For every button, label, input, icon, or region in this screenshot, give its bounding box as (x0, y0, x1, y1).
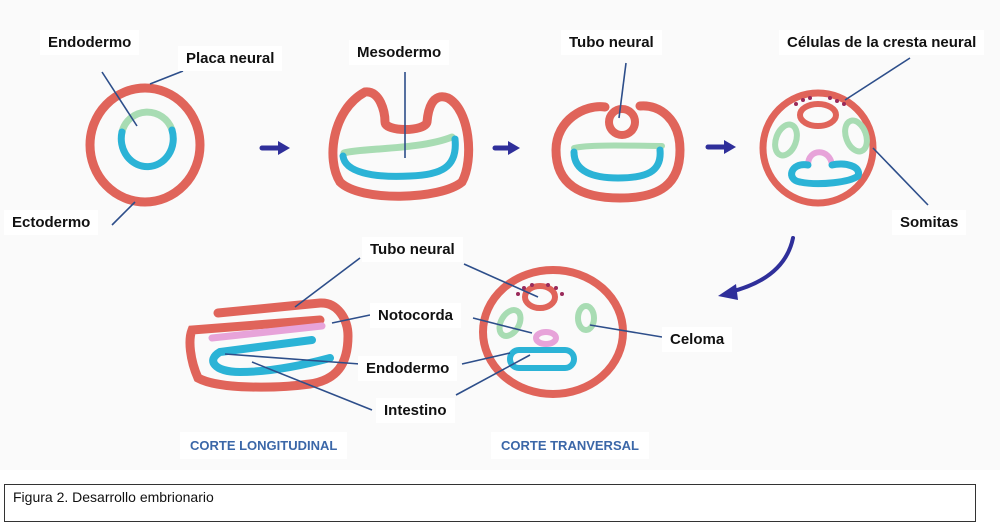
label-endodermo-bottom: Endodermo (358, 356, 458, 381)
label-celulas-cresta-neural: Células de la cresta neural (779, 30, 985, 55)
trans-endoderm (507, 347, 577, 371)
arrow-4 (728, 236, 795, 294)
long-notochord (208, 322, 326, 342)
embryo-diagram (85, 57, 929, 411)
section-title-longitudinal: CORTE LONGITUDINAL (180, 432, 348, 459)
leader-lines (101, 57, 929, 411)
stage1-ectoderm (85, 83, 205, 207)
label-tubo-neural-bottom: Tubo neural (362, 237, 463, 262)
long-endoderm (209, 336, 334, 377)
diagram-canvas: Endodermo Placa neural Ectodermo Mesoder… (4, 30, 985, 459)
label-mesodermo: Mesodermo (349, 40, 450, 65)
stage4-notochord (805, 149, 835, 168)
stage2-mesoderm (340, 133, 456, 157)
label-ectodermo: Ectodermo (4, 210, 99, 235)
trans-celoma-right (575, 303, 597, 333)
stage3-neural-tube (605, 105, 639, 139)
section-title-transversal: CORTE TRANVERSAL (491, 432, 649, 459)
trans-neural-tube (522, 283, 558, 311)
trans-celoma-left (496, 307, 524, 339)
stage2-endoderm (339, 135, 459, 180)
stage3-endoderm (570, 146, 664, 182)
stage1-endoderm (117, 126, 177, 171)
stage1-mesoderm (118, 108, 176, 136)
stage4-neural-crest (794, 96, 846, 106)
stage4-neural-tube (797, 101, 839, 129)
label-tubo-neural-top: Tubo neural (561, 30, 662, 55)
trans-ectoderm (479, 266, 627, 398)
trans-neural-crest (516, 283, 564, 296)
stage3-mesoderm (571, 142, 665, 151)
trans-notochord (533, 329, 559, 347)
label-notocorda: Notocorda (370, 303, 461, 328)
stage4-somite-right (842, 117, 870, 155)
stage4-somite-left (772, 121, 800, 159)
long-neural-tube (185, 298, 353, 392)
label-placa-neural: Placa neural (178, 46, 283, 71)
label-intestino: Intestino (376, 398, 455, 423)
stage3-ectoderm (551, 101, 685, 203)
figure-caption: Figura 2. Desarrollo embrionario (4, 484, 976, 522)
label-endodermo-top: Endodermo (40, 30, 140, 55)
stage2-ectoderm (328, 87, 474, 201)
label-celoma: Celoma (662, 327, 733, 352)
stage4-endoderm (788, 160, 862, 188)
label-somitas: Somitas (892, 210, 967, 235)
